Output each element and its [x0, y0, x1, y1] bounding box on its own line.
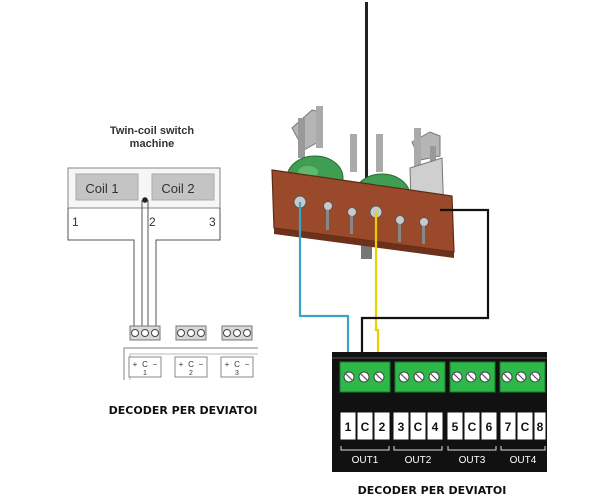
group-number-1: 1 — [143, 370, 147, 377]
pin-label: C — [468, 420, 477, 434]
pin-label: 7 — [505, 420, 512, 434]
sign-minus-3: − — [245, 360, 250, 369]
left-schematic: Twin-coil switch machine Coil 1 Coil 2 1… — [67, 125, 258, 417]
pin-label-cells: 1 C 2 3 C 4 5 C 6 7 C 8 — [339, 411, 547, 441]
output-label-out4: OUT4 — [510, 455, 537, 466]
pin-label: 8 — [537, 420, 544, 434]
output-brackets — [340, 446, 546, 451]
right-decoder-caption: DECODER PER DEVIATOI — [358, 484, 507, 497]
left-wires — [67, 200, 221, 326]
coil1-box — [75, 173, 139, 201]
coil2-box — [151, 173, 215, 201]
coil2-label: Coil 2 — [161, 181, 194, 196]
wire-label-1: 1 — [72, 215, 79, 229]
pin-label: 3 — [398, 420, 405, 434]
switch-machine-device — [271, 2, 455, 259]
black-wire — [360, 208, 490, 378]
sign-c-1: C — [142, 360, 148, 369]
sign-plus-2: + — [179, 360, 184, 369]
group-number-3: 3 — [235, 370, 239, 377]
green-terminal-blocks — [339, 361, 546, 393]
group-number-2: 2 — [189, 370, 193, 377]
coil1-label: Coil 1 — [85, 181, 118, 196]
sign-plus-1: + — [133, 360, 138, 369]
pin-label: C — [361, 420, 370, 434]
sign-plus-3: + — [225, 360, 230, 369]
blue-wire — [298, 202, 350, 378]
left-decoder-caption: DECODER PER DEVIATOI — [109, 404, 258, 417]
pin-label: 1 — [345, 420, 352, 434]
sign-minus-1: − — [153, 360, 158, 369]
sign-c-2: C — [188, 360, 194, 369]
sign-c-3: C — [234, 360, 240, 369]
pin-label: 2 — [379, 420, 386, 434]
right-decoder: 1 C 2 3 C 4 5 C 6 7 C 8 OUT1 OUT2 OUT3 O… — [332, 352, 547, 472]
pin-label: C — [521, 420, 530, 434]
output-label-out1: OUT1 — [352, 455, 379, 466]
left-terminal-blocks — [129, 325, 253, 341]
pin-label: 5 — [452, 420, 459, 434]
left-decoder-outline — [123, 347, 258, 380]
switch-machine-title-line2: machine — [130, 138, 175, 150]
pin-label: C — [414, 420, 423, 434]
output-label-out3: OUT3 — [459, 455, 486, 466]
wire-label-2: 2 — [149, 215, 156, 229]
pin-label: 6 — [486, 420, 493, 434]
output-label-out2: OUT2 — [405, 455, 432, 466]
throw-rod — [365, 2, 368, 180]
wire-label-3: 3 — [209, 215, 216, 229]
left-decoder-signs: + C − 1 + C − 2 + C − 3 — [128, 356, 254, 378]
pin-label: 4 — [432, 420, 439, 434]
sign-minus-2: − — [199, 360, 204, 369]
common-junction — [142, 197, 148, 203]
switch-machine-title-line1: Twin-coil switch — [110, 125, 194, 137]
